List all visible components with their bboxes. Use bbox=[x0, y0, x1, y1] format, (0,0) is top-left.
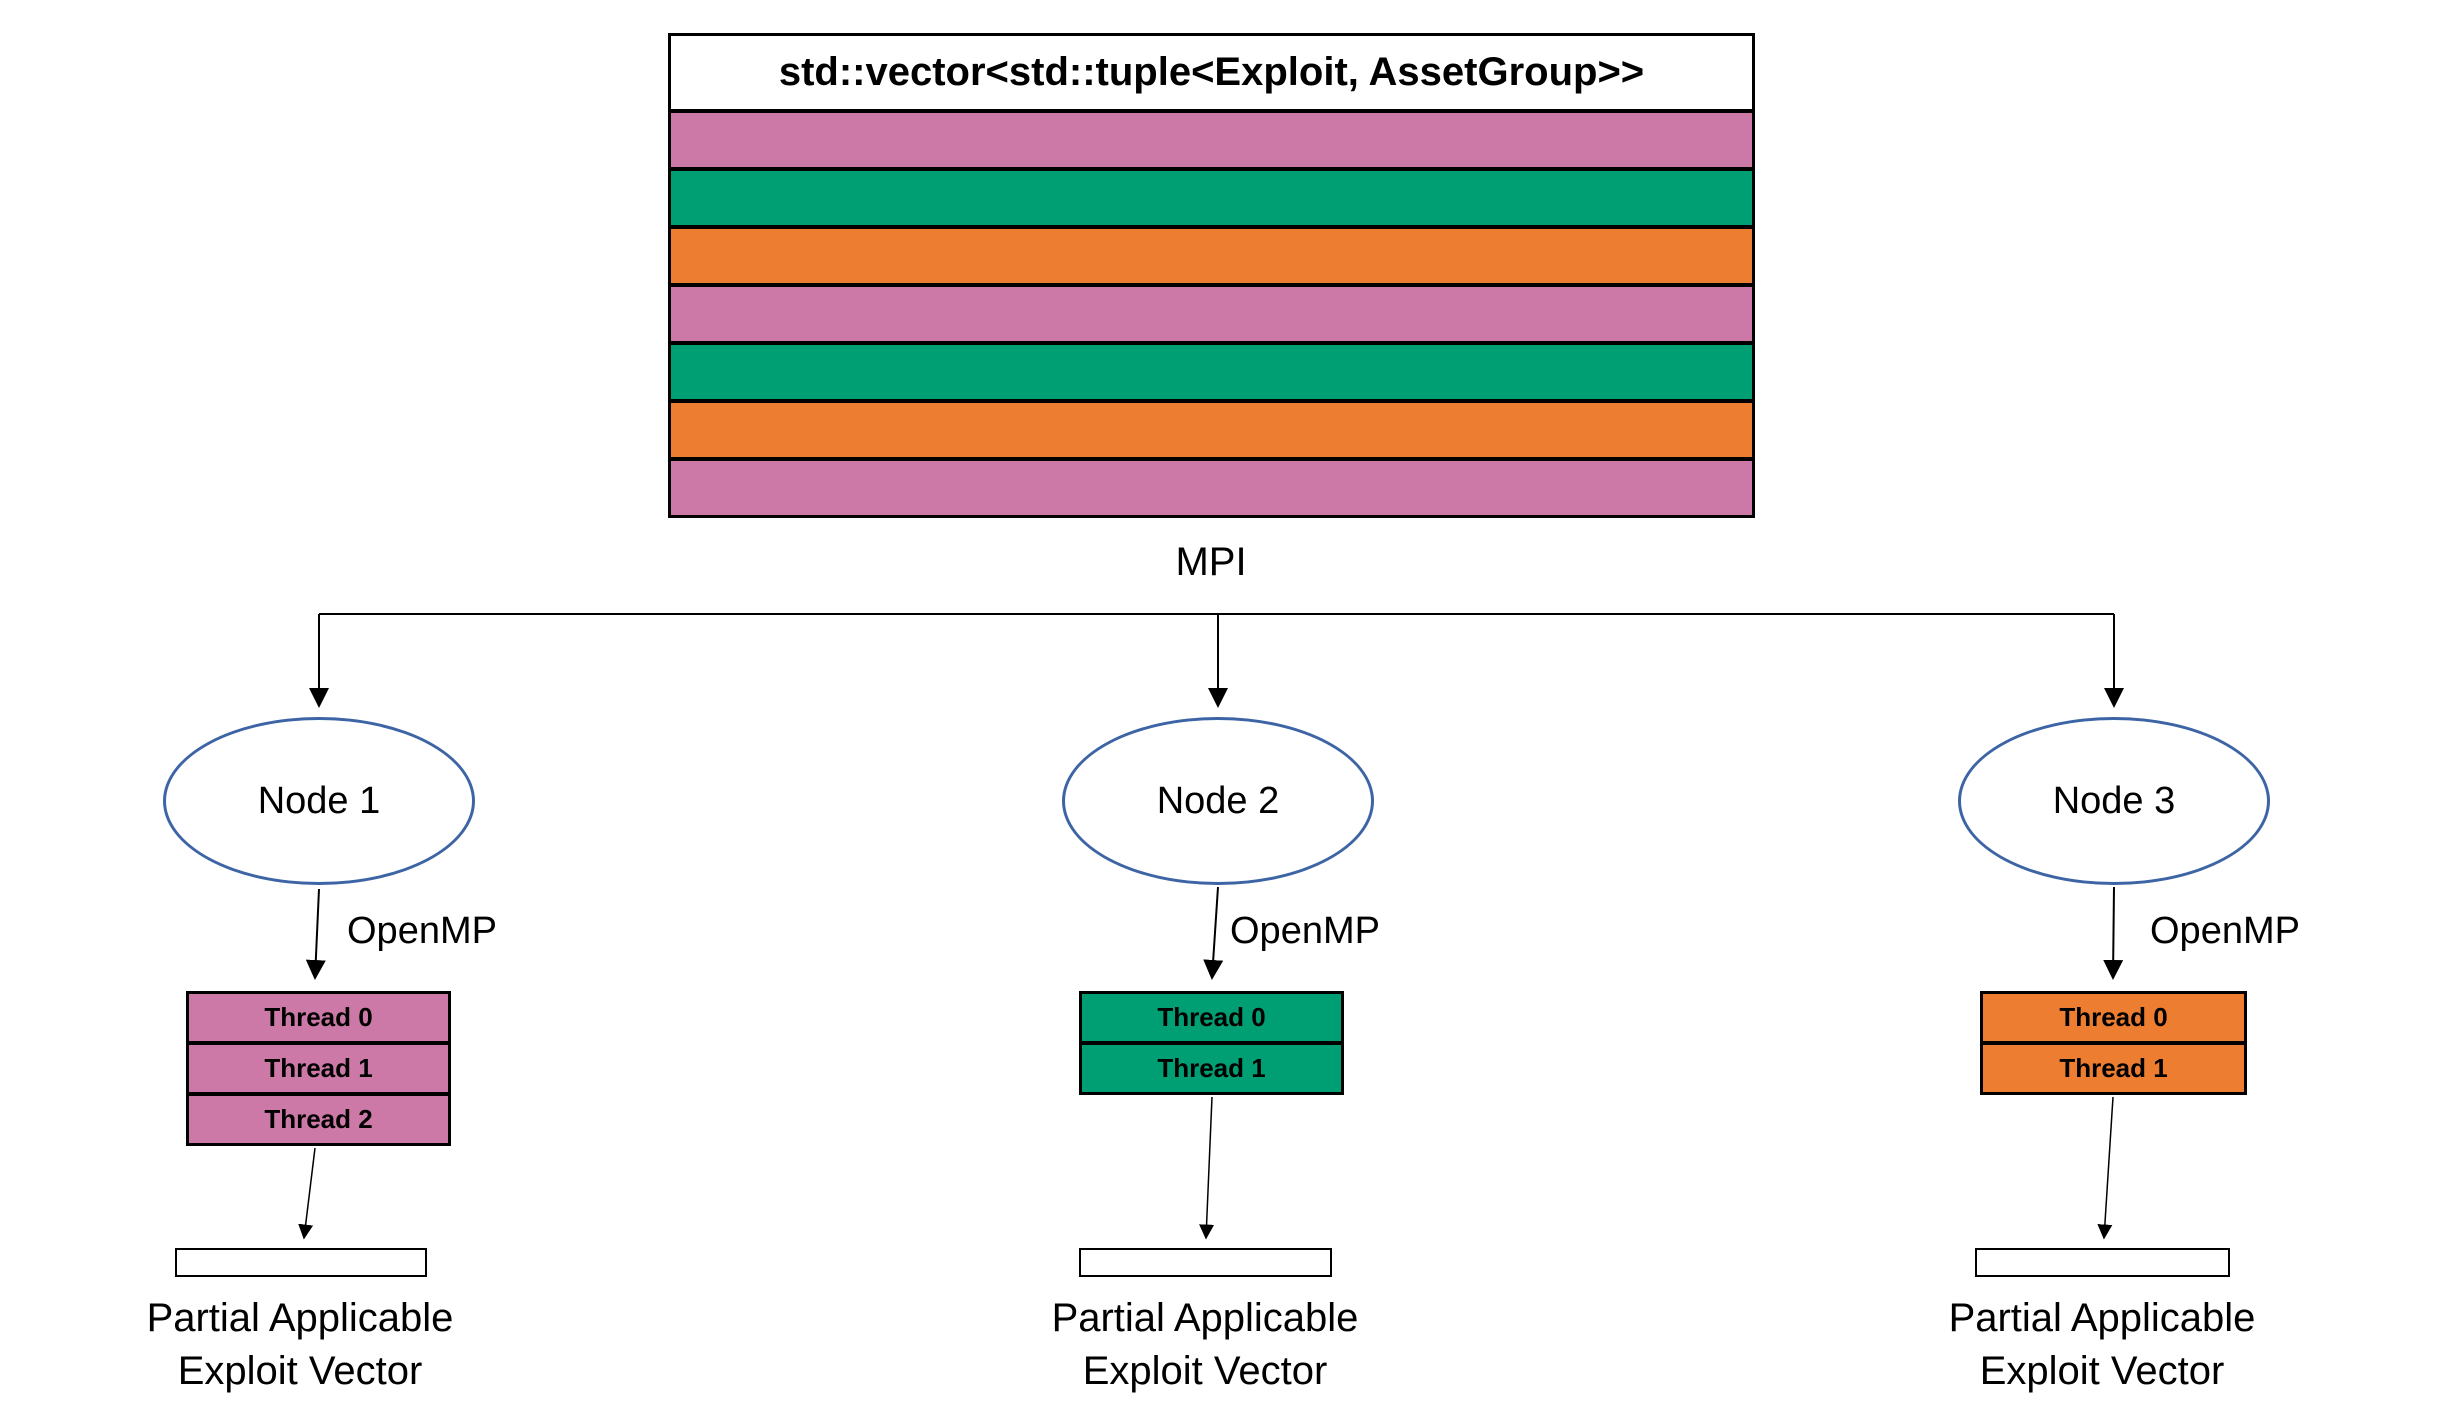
vector-box: std::vector<std::tuple<Exploit, AssetGro… bbox=[668, 33, 1755, 518]
node-1-caption: Partial Applicable Exploit Vector bbox=[90, 1292, 510, 1398]
node-3-label: Node 3 bbox=[2052, 779, 2176, 822]
mpi-label: MPI bbox=[1175, 540, 1247, 584]
thread-row: Thread 0 bbox=[2059, 1002, 2168, 1032]
node-1-label: Node 1 bbox=[257, 779, 381, 822]
thread-row: Thread 0 bbox=[1157, 1002, 1266, 1032]
node-2-partial-vector-box bbox=[1079, 1248, 1332, 1277]
thread-row: Thread 0 bbox=[264, 1002, 373, 1032]
openmp-label-node-1: OpenMP bbox=[347, 910, 497, 952]
openmp-label-node-2: OpenMP bbox=[1230, 910, 1380, 952]
node-2-thread-stack: Thread 0 Thread 1 bbox=[1079, 991, 1344, 1095]
node-2-ellipse: Node 2 bbox=[1062, 717, 1374, 885]
node-3-thread-stack: Thread 0 Thread 1 bbox=[1980, 991, 2247, 1095]
vector-box-title: std::vector<std::tuple<Exploit, AssetGro… bbox=[671, 36, 1752, 113]
node-1-ellipse: Node 1 bbox=[163, 717, 475, 885]
node-2-label: Node 2 bbox=[1156, 779, 1280, 822]
node-1-partial-vector-box bbox=[175, 1248, 427, 1277]
tuple-stripe-4 bbox=[671, 283, 1752, 341]
caption-line: Exploit Vector bbox=[1979, 1349, 2225, 1393]
tuple-stripe-3 bbox=[671, 225, 1752, 283]
node-3-ellipse: Node 3 bbox=[1958, 717, 2270, 885]
tuple-stripe-6 bbox=[671, 399, 1752, 457]
node-3-partial-vector-box bbox=[1975, 1248, 2230, 1277]
openmp-label-node-3: OpenMP bbox=[2150, 910, 2300, 952]
caption-line: Exploit Vector bbox=[1082, 1349, 1328, 1393]
node-3-caption: Partial Applicable Exploit Vector bbox=[1892, 1292, 2312, 1398]
thread-row: Thread 1 bbox=[1082, 1041, 1341, 1092]
thread-row: Thread 1 bbox=[1983, 1041, 2244, 1092]
thread-row: Thread 2 bbox=[189, 1092, 448, 1143]
caption-line: Partial Applicable bbox=[1051, 1296, 1359, 1340]
tuple-stripe-7 bbox=[671, 457, 1752, 515]
caption-line: Partial Applicable bbox=[146, 1296, 454, 1340]
tuple-stripe-1 bbox=[671, 113, 1752, 167]
thread-row: Thread 1 bbox=[189, 1041, 448, 1092]
caption-line: Exploit Vector bbox=[177, 1349, 423, 1393]
node-2-caption: Partial Applicable Exploit Vector bbox=[995, 1292, 1415, 1398]
node-1-thread-stack: Thread 0 Thread 1 Thread 2 bbox=[186, 991, 451, 1146]
tuple-stripe-5 bbox=[671, 341, 1752, 399]
caption-line: Partial Applicable bbox=[1948, 1296, 2256, 1340]
tuple-stripe-2 bbox=[671, 167, 1752, 225]
